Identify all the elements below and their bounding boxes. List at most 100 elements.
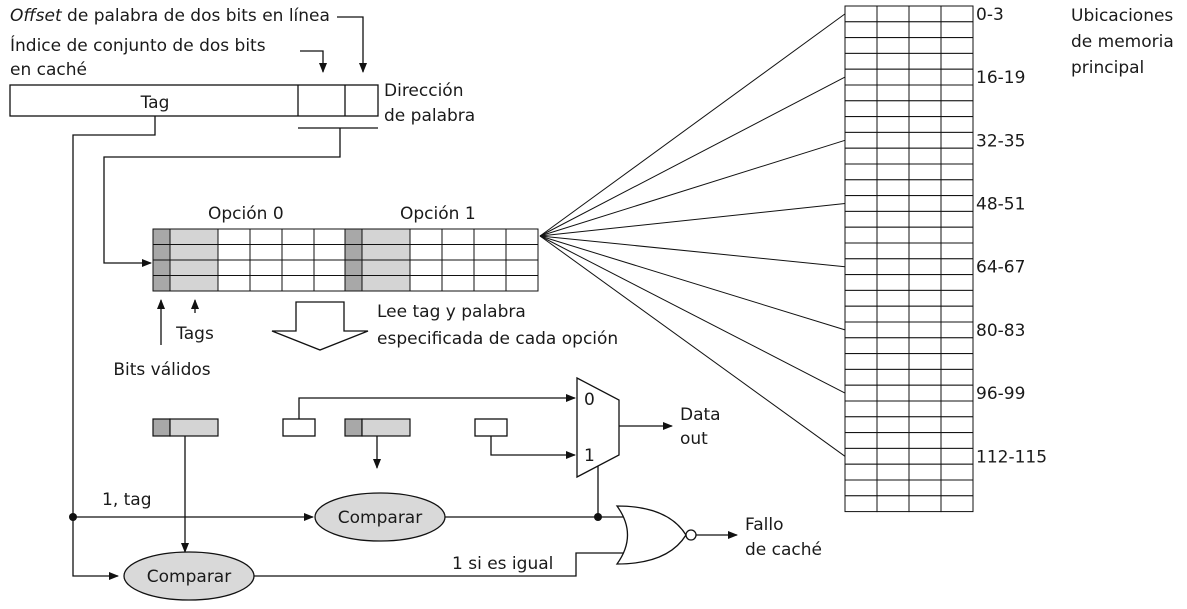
cache-valid-cell — [152, 244, 171, 261]
memory-cell — [844, 321, 878, 339]
memory-cell — [876, 432, 910, 449]
cache-word-cell — [441, 244, 475, 261]
cache-valid-cell — [344, 259, 363, 276]
cache-valid-cell — [152, 275, 171, 292]
cache-word-cell — [473, 228, 507, 245]
memory-cell — [876, 116, 910, 133]
cache-word-cell — [313, 275, 347, 292]
memory-cell — [940, 68, 974, 86]
memory-cell — [844, 179, 878, 197]
memory-cell — [844, 416, 878, 434]
memory-title-2: de memoria — [1071, 32, 1174, 52]
memory-cell — [844, 131, 878, 149]
memory-cell — [844, 21, 878, 39]
memory-cell — [876, 131, 910, 149]
cache-valid-cell — [152, 259, 171, 276]
memory-cell — [844, 147, 878, 165]
compare-bottom-label: Comparar — [147, 567, 231, 587]
memory-cell — [908, 116, 942, 133]
memory-cell — [908, 68, 942, 86]
cache-word-cell — [441, 259, 475, 276]
memory-cell — [908, 479, 942, 497]
memory-cell — [844, 337, 878, 355]
cache-word-cell — [249, 228, 283, 245]
memory-cell — [908, 416, 942, 434]
memory-cell — [940, 305, 974, 323]
memory-title-3: principal — [1071, 58, 1144, 78]
memory-cell — [908, 337, 942, 355]
memory-cell — [908, 21, 942, 39]
memory-cell — [844, 242, 878, 260]
fan-lines — [539, 13, 846, 457]
memory-cell — [908, 463, 942, 481]
memory-address-label: 96-99 — [976, 384, 1025, 404]
memory-cell — [876, 274, 910, 291]
cache-word-cell — [473, 275, 507, 292]
memory-cell — [940, 163, 974, 181]
memory-cell — [876, 416, 910, 434]
memory-cell — [940, 226, 974, 244]
cache-tag-cell — [361, 228, 411, 245]
cache-word-cell — [281, 244, 315, 261]
memory-cell — [908, 289, 942, 307]
memory-cell — [940, 210, 974, 228]
memory-cell — [844, 37, 878, 54]
read-label-2: especificada de cada opción — [377, 329, 618, 349]
memory-cell — [908, 37, 942, 54]
fan-line — [539, 139, 846, 237]
memory-cell — [940, 5, 974, 23]
memory-cell — [908, 447, 942, 465]
miss-label-2: de caché — [745, 540, 822, 560]
memory-cell — [908, 400, 942, 418]
cache-word-cell — [217, 244, 251, 261]
compare-bottom-output — [254, 552, 628, 577]
memory-cell — [940, 131, 974, 149]
memory-cell — [940, 100, 974, 118]
memory-cell — [908, 305, 942, 323]
memory-cell — [876, 321, 910, 339]
fan-line — [539, 203, 846, 237]
memory-cell — [940, 179, 974, 197]
memory-cell — [876, 5, 910, 23]
cache-word-cell — [441, 275, 475, 292]
cache-word-cell — [409, 228, 443, 245]
word-address-register — [9, 84, 379, 117]
memory-cell — [940, 274, 974, 291]
memory-cell — [844, 210, 878, 228]
word-address-label: Dirección — [384, 81, 463, 101]
data-out-label: Data — [680, 405, 721, 425]
memory-cell — [844, 495, 878, 513]
memory-cell — [908, 52, 942, 70]
memory-cell — [876, 368, 910, 386]
memory-cell — [876, 400, 910, 418]
memory-cell — [908, 258, 942, 276]
memory-cell — [876, 289, 910, 307]
cache-tag-cell — [169, 275, 219, 292]
memory-cell — [844, 5, 878, 23]
memory-cell — [844, 84, 878, 102]
memory-cell — [940, 337, 974, 355]
nor-gate — [615, 505, 687, 565]
cache-word-cell — [473, 244, 507, 261]
cache-word-cell — [313, 228, 347, 245]
option0-label: Opción 0 — [208, 204, 284, 224]
cache-word-cell — [505, 275, 539, 292]
memory-cell — [876, 479, 910, 497]
offset-label: Offset de palabra de dos bits en línea — [10, 6, 330, 26]
memory-cell — [844, 384, 878, 402]
option0-word-to-mux — [298, 394, 576, 419]
memory-cell — [940, 400, 974, 418]
memory-cell — [844, 400, 878, 418]
set-index-label-2: en caché — [10, 60, 87, 80]
memory-cell — [908, 210, 942, 228]
memory-cell — [908, 179, 942, 197]
cache-word-cell — [281, 275, 315, 292]
cache-valid-cell — [152, 228, 171, 245]
memory-cell — [844, 353, 878, 370]
memory-cell — [940, 258, 974, 276]
memory-cell — [940, 21, 974, 39]
memory-cell — [844, 305, 878, 323]
memory-cell — [844, 52, 878, 70]
memory-cell — [940, 479, 974, 497]
